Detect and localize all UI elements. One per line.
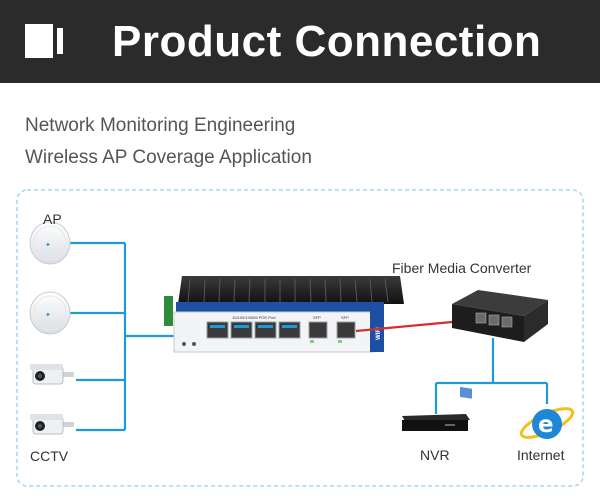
nvr-label: NVR [420, 447, 450, 463]
switch-brand: WIFI [376, 327, 382, 340]
fiber-link [355, 320, 453, 333]
fiber-media-converter-label: Fiber Media Converter [392, 260, 532, 276]
svg-text:✦: ✦ [45, 241, 51, 249]
ap-label: AP [43, 211, 62, 227]
poe-port-group-label: 10/100/1000M POE Port [232, 315, 276, 320]
svg-text:e: e [538, 412, 554, 438]
ap-device-2: ✦ [29, 291, 71, 335]
diagram-frame [16, 189, 584, 487]
poe-switch: 10/100/1000M POE Port SFP SFP WIFI [164, 276, 404, 353]
sfp-label-2: SFP [341, 315, 349, 320]
internet-explorer-icon: e [519, 407, 575, 439]
converter-links [434, 338, 549, 414]
nvr-device [402, 414, 470, 431]
page-title: Product Connection [112, 17, 542, 66]
svg-text:✦: ✦ [45, 311, 51, 319]
sfp-label-1: SFP [313, 315, 321, 320]
internet-label: Internet [517, 447, 565, 463]
cctv-label: CCTV [30, 448, 69, 464]
cctv-camera-2 [30, 414, 74, 435]
cctv-camera-1 [30, 364, 74, 385]
subtitle-wireless-ap: Wireless AP Coverage Application [25, 147, 312, 168]
header-bar: Product Connection [0, 0, 600, 83]
page-icon [25, 24, 63, 58]
fiber-media-converter [452, 290, 548, 399]
subtitle-network-monitoring: Network Monitoring Engineering [25, 115, 296, 136]
ap-device-1: ✦ [29, 221, 71, 265]
device-links [70, 241, 210, 432]
